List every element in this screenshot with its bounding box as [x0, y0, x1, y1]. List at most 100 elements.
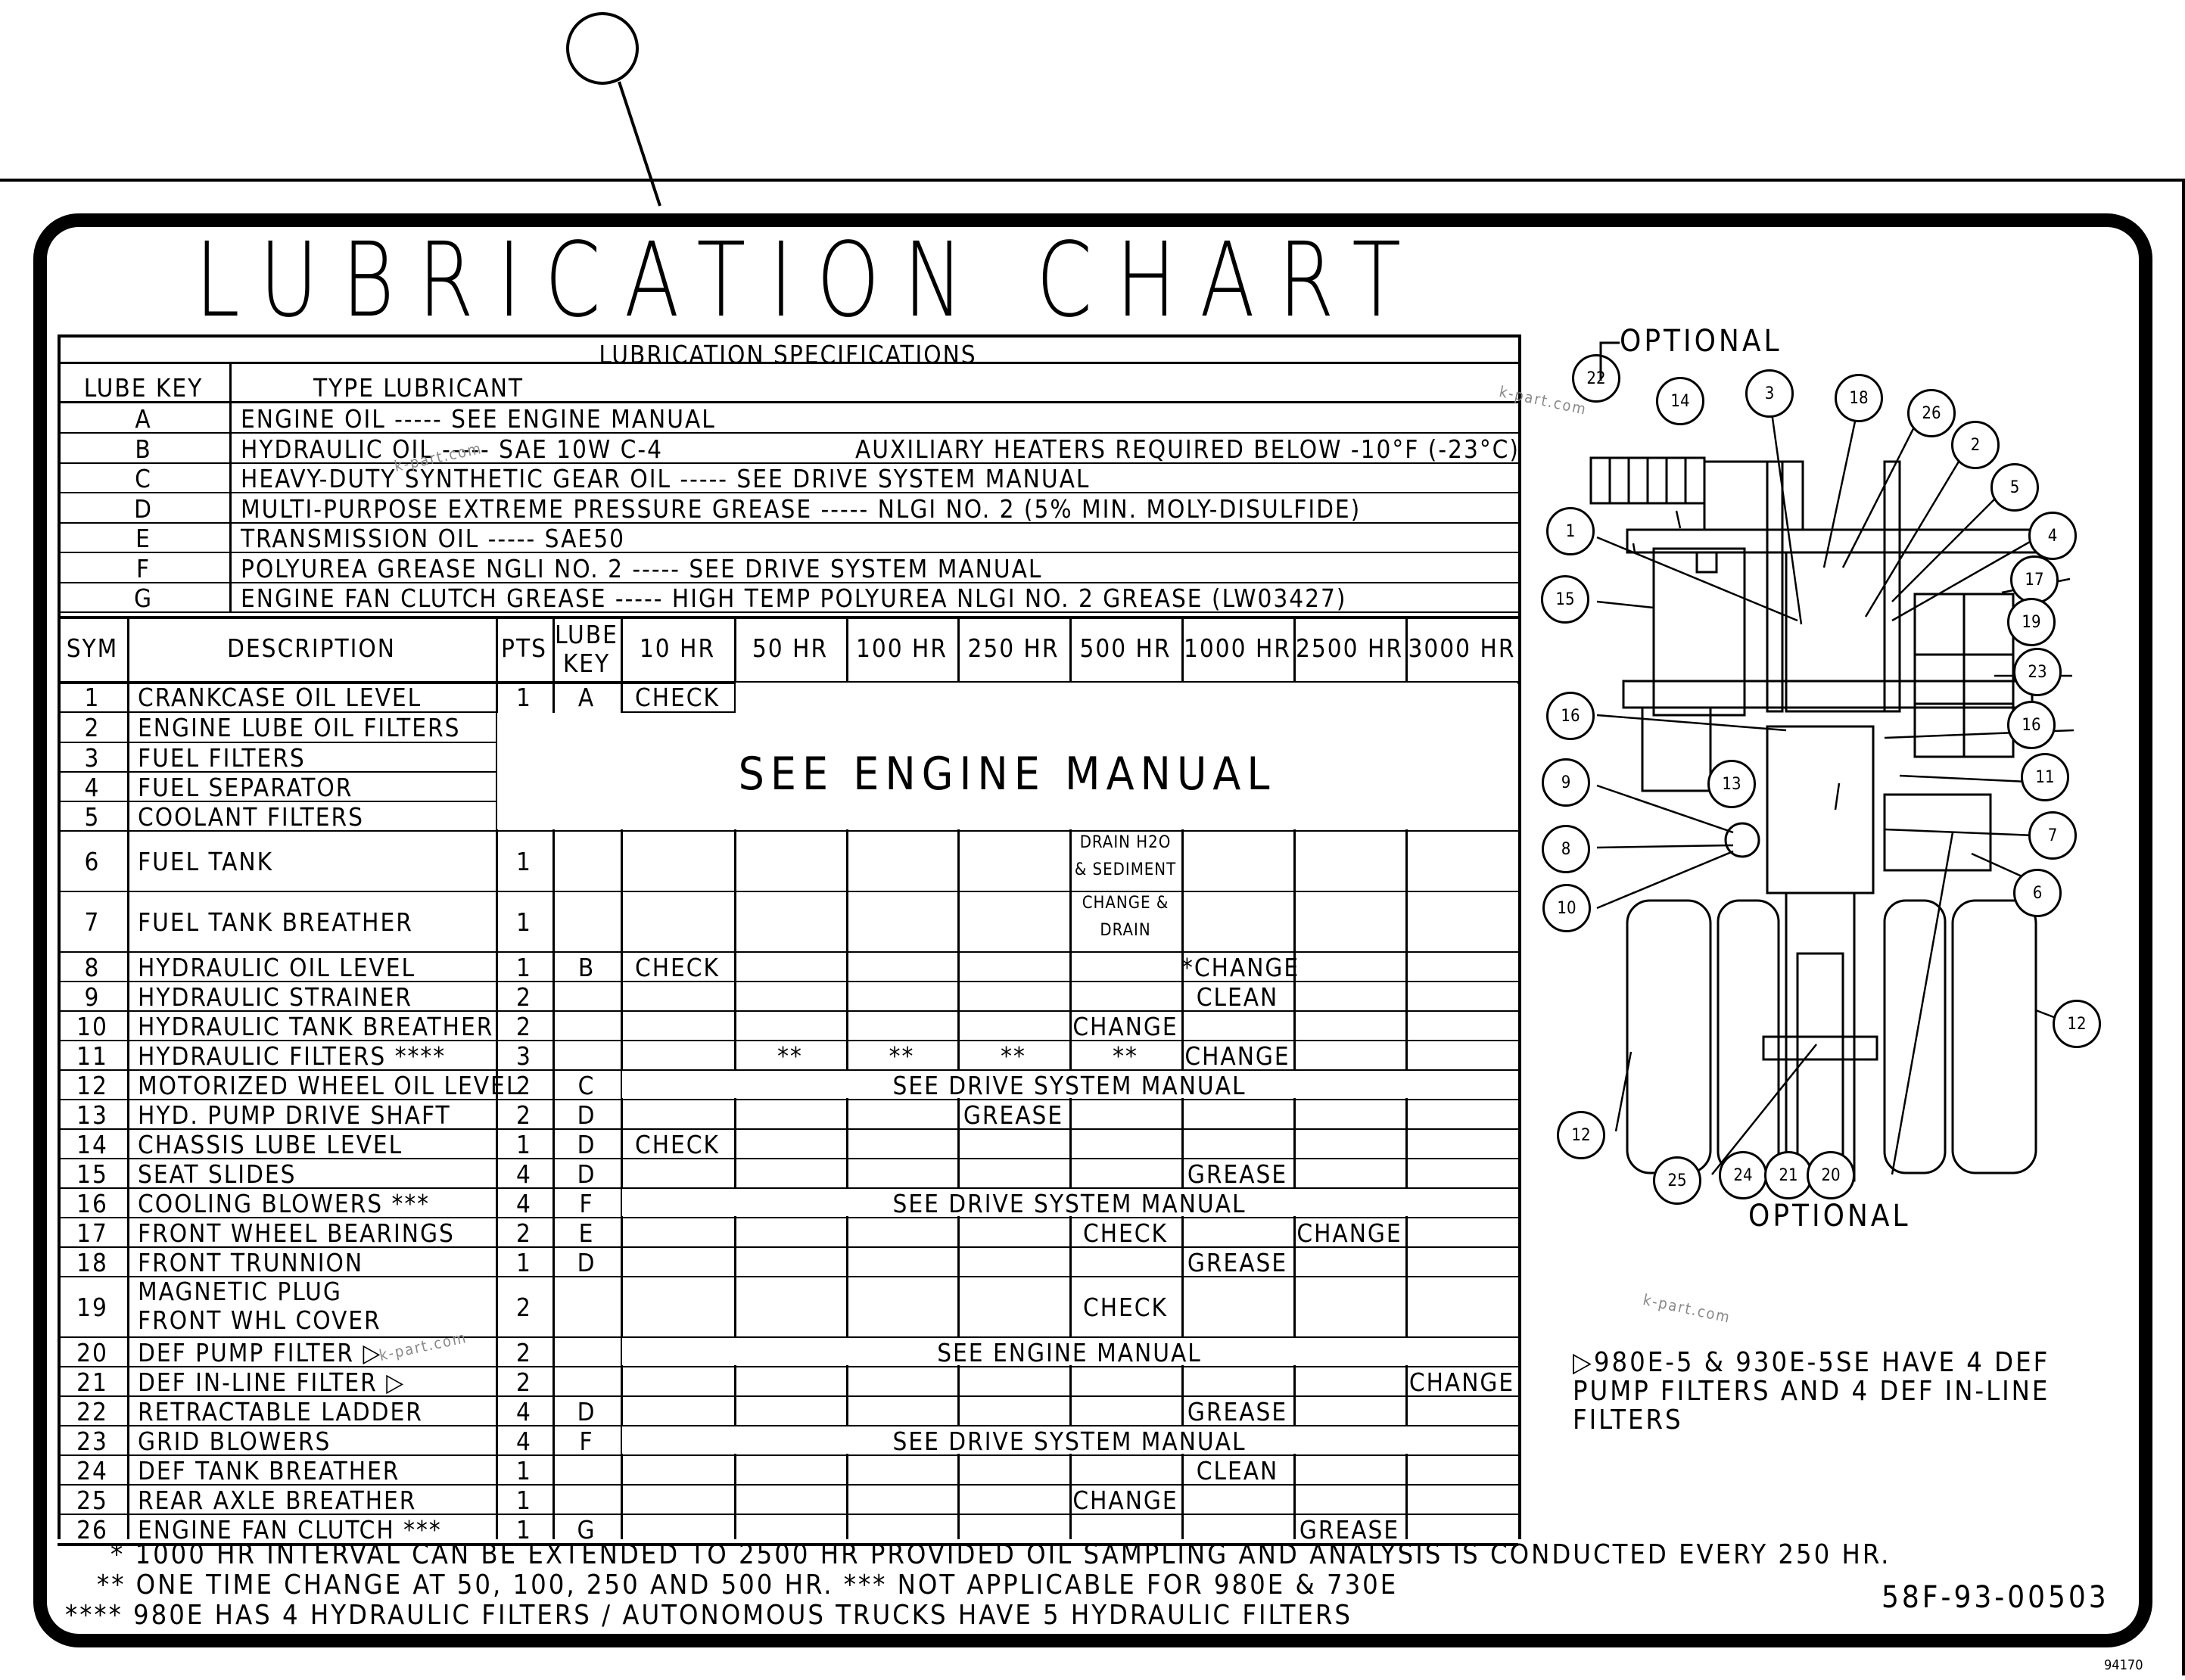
merged-cell	[622, 1426, 1517, 1454]
col-header-lube: LUBE	[555, 620, 618, 649]
row-interval-value: CHECK	[634, 1129, 721, 1159]
callout-bubble: 15	[1541, 575, 1589, 624]
grid-line	[58, 1158, 1518, 1159]
callout-bubble: 5	[1990, 463, 2039, 512]
grid-line	[58, 771, 496, 773]
row-pts: 1	[516, 907, 532, 937]
grid-line	[58, 1543, 1518, 1546]
col-header-description: DESCRIPTION	[227, 633, 396, 663]
spec-key: D	[134, 493, 153, 524]
spec-key: E	[135, 524, 151, 553]
row-sym: 16	[76, 1188, 108, 1218]
row-span-note: SEE DRIVE SYSTEM MANUAL	[892, 1188, 1247, 1218]
row-description: FUEL TANK BREATHER	[138, 907, 413, 937]
row-sym: 20	[76, 1337, 108, 1367]
row-interval-value: GREASE	[1187, 1396, 1288, 1426]
grid-line	[58, 611, 1518, 613]
row-sym: 17	[76, 1218, 108, 1248]
row-lube-key: A	[577, 683, 596, 712]
row-sym: 14	[76, 1129, 108, 1159]
row-interval-value: CHANGE	[1072, 1485, 1178, 1515]
callout-bubble: 19	[2007, 598, 2056, 646]
grid-line	[58, 362, 1518, 364]
spec-text: POLYUREA GREASE NGLI NO. 2 ----- SEE DRI…	[241, 553, 1043, 583]
row-description: FUEL SEPARATOR	[138, 772, 353, 802]
optional-label-bottom: OPTIONAL	[1748, 1199, 1911, 1234]
grid-line	[58, 1395, 1518, 1397]
grid-line	[58, 616, 61, 1539]
row-interval-value: DRAIN H2O	[1079, 833, 1172, 852]
spec-key: F	[135, 553, 151, 583]
merged-cell	[622, 1071, 1517, 1098]
row-interval-value: **	[1113, 1041, 1138, 1071]
triangle-marker-icon: ▷	[377, 1367, 406, 1397]
chart-title: LUBRICATION CHART	[195, 221, 1425, 341]
row-interval-value: CLEAN	[1196, 982, 1279, 1012]
row-interval-value: CHECK	[634, 683, 721, 712]
grid-line	[58, 521, 1518, 524]
grid-line	[58, 891, 1518, 892]
callout-bubble: 10	[1542, 884, 1591, 932]
merged-cell	[497, 713, 1517, 829]
spec-text: HYDRAULIC OIL ----- SAE 10W C-4	[241, 434, 664, 464]
row-interval-value: GREASE	[1299, 1514, 1400, 1545]
row-lube-key: F	[579, 1426, 594, 1456]
optional-bracket-top	[1599, 341, 1620, 381]
row-lube-key: E	[578, 1218, 595, 1248]
grid-line	[496, 616, 498, 1539]
row-sym: 25	[76, 1485, 108, 1515]
row-pts: 4	[516, 1159, 532, 1189]
col-header-interval: 500 HR	[1079, 633, 1172, 663]
row-lube-key: G	[577, 1514, 596, 1545]
grid-line	[58, 334, 1518, 338]
grid-line	[229, 362, 232, 613]
spec-text: HEAVY-DUTY SYNTHETIC GEAR OIL ----- SEE …	[241, 464, 1091, 493]
callout-bubble: 12	[2053, 1000, 2101, 1048]
callout-bubble: 17	[2010, 555, 2059, 604]
callout-bubble: 14	[1656, 377, 1704, 425]
grid-line	[58, 1484, 1518, 1486]
row-interval-value: GREASE	[1187, 1159, 1288, 1189]
col-header-sym: SYM	[66, 633, 119, 663]
callout-bubble: 16	[1546, 692, 1595, 740]
row-pts: 4	[516, 1426, 532, 1456]
row-pts: 1	[516, 1247, 532, 1277]
callout-bubble: 2	[1951, 421, 2000, 469]
col-header-type: TYPE LUBRICANT	[313, 373, 524, 403]
row-description: HYD. PUMP DRIVE SHAFT	[138, 1100, 451, 1130]
callout-bubble: 8	[1542, 825, 1590, 873]
grid-line	[496, 830, 1518, 832]
row-sym: 7	[84, 907, 101, 937]
grid-line	[58, 981, 1518, 982]
callout-bubble: 11	[2021, 753, 2069, 801]
row-description: CRANKCASE OIL LEVEL	[138, 683, 422, 712]
row-interval-value: CHANGE	[1072, 1011, 1178, 1041]
grid-line	[58, 492, 1518, 493]
grid-line	[58, 432, 1518, 434]
row-description: RETRACTABLE LADDER	[138, 1396, 423, 1426]
triangle-marker-icon: ▷	[1573, 1347, 1594, 1378]
row-interval-value: CHANGE	[1296, 1218, 1402, 1248]
spec-text: MULTI-PURPOSE EXTREME PRESSURE GREASE --…	[241, 493, 1362, 524]
col-header-key: KEY	[562, 649, 611, 678]
col-header-interval: 3000 HR	[1408, 633, 1516, 663]
grid-line	[58, 1336, 1518, 1338]
row-pts: 1	[516, 1129, 532, 1159]
grid-line	[58, 462, 1518, 464]
row-pts: 2	[516, 1293, 532, 1322]
outer-panel	[0, 179, 2185, 1675]
grid-line	[58, 1366, 1518, 1367]
grid-line	[58, 334, 61, 622]
grid-line	[58, 581, 1518, 583]
row-pts: 1	[516, 1455, 532, 1486]
row-lube-key: D	[577, 1159, 596, 1189]
callout-bubble: 24	[1719, 1151, 1767, 1199]
row-pts: 1	[516, 683, 532, 712]
row-sym: 24	[76, 1455, 108, 1486]
grid-line	[58, 1425, 1518, 1426]
row-lube-key: D	[577, 1247, 596, 1277]
row-interval-value: CHANGE	[1408, 1367, 1515, 1397]
spec-key: C	[135, 464, 152, 493]
col-header-interval: 10 HR	[639, 633, 716, 663]
